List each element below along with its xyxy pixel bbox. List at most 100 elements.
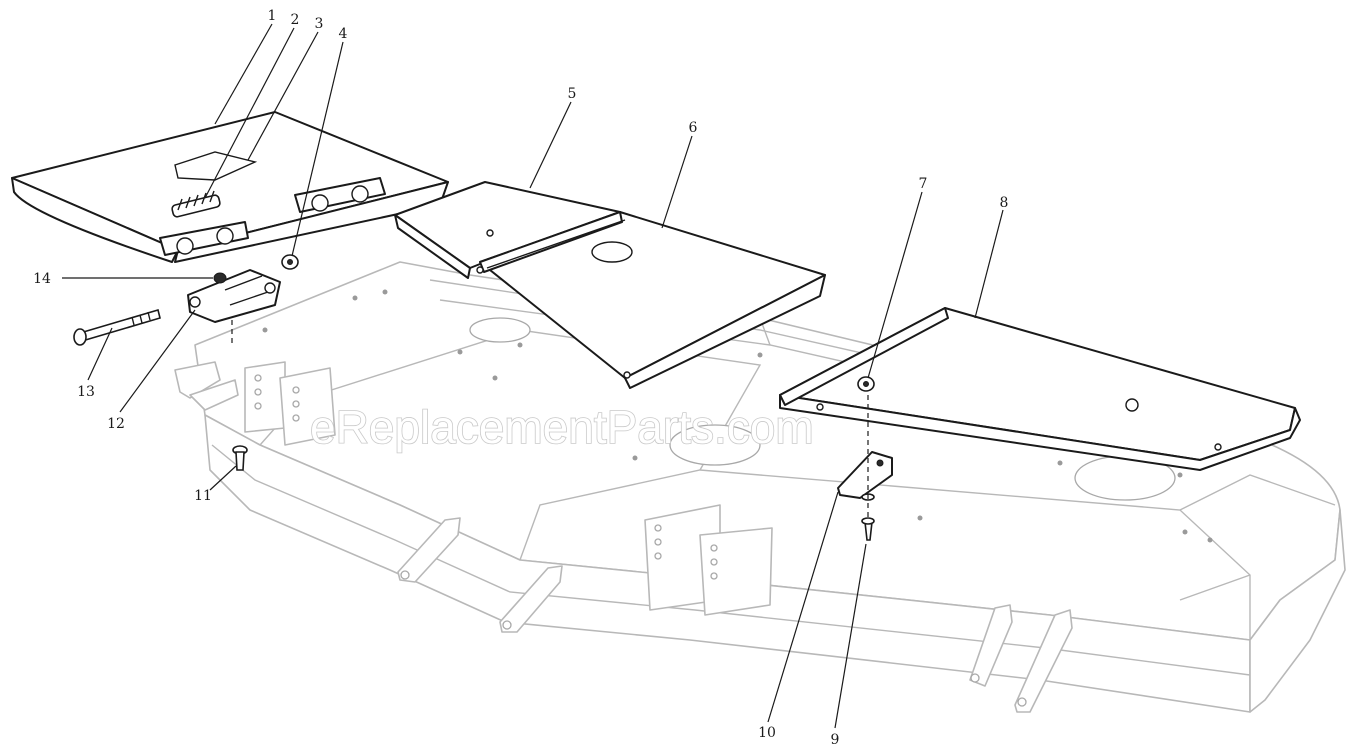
bracket-hole [970, 673, 980, 683]
callout-1: 1 [268, 8, 277, 24]
part-6-center-cover-plate [476, 211, 826, 389]
plate-6-center-hole [591, 241, 633, 263]
leader-8 [974, 209, 1004, 319]
plate-6-hole [476, 266, 484, 274]
callout-14: 14 [33, 271, 51, 287]
bracket-hole [654, 538, 662, 546]
shield-5-hole [486, 229, 494, 237]
part-10-latch-bracket [837, 451, 893, 499]
bracket-hole [254, 374, 262, 382]
nut-7-hole [863, 381, 869, 387]
deck-bolt [632, 455, 638, 461]
bracket-12-fold [224, 275, 269, 306]
plate-6-hole [623, 371, 631, 379]
shield-1-front-lip [11, 177, 179, 263]
skirt-tab-2 [499, 565, 563, 633]
callout-8: 8 [1000, 195, 1009, 211]
plate-6-hinge-strip [486, 219, 626, 269]
leader-10 [767, 491, 839, 723]
leader-9 [834, 543, 867, 729]
plate-6-lip-front [624, 274, 826, 389]
deck-slope-lower [1179, 574, 1251, 601]
nut-14 [213, 272, 227, 284]
deck-bolt [1182, 529, 1188, 535]
deck-brackets [174, 361, 1073, 713]
shield-8-back-lip [779, 307, 949, 406]
leader-12 [119, 309, 196, 413]
deck-bolt [1177, 472, 1183, 478]
watermark-text: eReplacementParts.com [310, 401, 814, 453]
deck-slope-right [1179, 474, 1336, 511]
deck-bolt [492, 375, 498, 381]
bracket-hole [400, 570, 410, 580]
spring-coil [171, 194, 221, 218]
hinge-knuckle [216, 227, 234, 245]
callout-7: 7 [919, 176, 928, 192]
bracket-hole [654, 552, 662, 560]
leader-7 [867, 191, 923, 379]
deck-bolt [1057, 460, 1063, 466]
leader-lines [62, 23, 1004, 729]
part-5-center-shield [394, 181, 621, 279]
leader-4 [291, 41, 344, 257]
deck-bolt [262, 327, 268, 333]
hinge-knuckle [176, 237, 194, 255]
callout-4: 4 [339, 26, 348, 42]
screw-9-head [861, 517, 875, 525]
deck-spindle-hole-left [469, 317, 531, 343]
shield-1-arrow-decal [174, 151, 258, 181]
deck-bolt [917, 515, 923, 521]
bracket-hole [1017, 697, 1027, 707]
callout-2: 2 [291, 12, 300, 28]
skirt-tab-4 [1014, 609, 1073, 713]
shield-8-front-lip [779, 394, 1301, 471]
leader-2 [204, 27, 295, 199]
part-1-left-deflector-shield [11, 111, 449, 263]
rear-link-left-2 [189, 379, 239, 411]
bracket-12-body [187, 269, 281, 323]
deck-bolt [352, 295, 358, 301]
part-13-carriage-bolt [73, 308, 161, 346]
deck-bolt [1207, 537, 1213, 543]
deck-bolt [517, 342, 523, 348]
latch-10-pin [876, 459, 884, 467]
callout-13: 13 [77, 384, 95, 400]
callout-10: 10 [758, 725, 776, 741]
bolt-13-head [73, 328, 87, 346]
spring-coil-lines [177, 190, 215, 211]
front-hanger-bracket-left [244, 361, 286, 433]
bracket-hole [502, 620, 512, 630]
bracket-hole [654, 524, 662, 532]
front-hanger-bracket-center-2 [699, 527, 773, 616]
callout-3: 3 [315, 16, 324, 32]
bracket-hole [292, 414, 300, 422]
bracket-hole [292, 386, 300, 394]
deck-bolt [457, 349, 463, 355]
shield-5-edge [394, 214, 471, 279]
leader-5 [529, 101, 572, 189]
shield-8-hole [1214, 443, 1222, 451]
part-8-right-shield [779, 307, 1301, 471]
bolt-13-thread [131, 311, 151, 326]
bracket-12-hole [264, 282, 276, 294]
part-14-nut [213, 272, 227, 284]
bracket-hole [254, 402, 262, 410]
bracket-12-hole [189, 296, 201, 308]
deck-spindle-hole-center [669, 424, 761, 466]
leader-3 [247, 31, 319, 161]
nut-4-hole [287, 259, 293, 265]
callout-6: 6 [689, 120, 698, 136]
leader-6 [661, 135, 693, 229]
part-2-torsion-spring [171, 190, 221, 218]
part-3-hinge-set [159, 177, 386, 256]
leader-1 [214, 23, 273, 125]
callout-9: 9 [831, 732, 840, 748]
screw-11-shank [235, 451, 245, 471]
shield-8-hole [816, 403, 824, 411]
part-4-nut [281, 254, 299, 270]
bracket-hole [292, 400, 300, 408]
callout-11: 11 [194, 488, 212, 504]
hinge-knuckle [311, 194, 329, 212]
leader-11 [209, 465, 237, 491]
hinge-knuckle [351, 185, 369, 203]
